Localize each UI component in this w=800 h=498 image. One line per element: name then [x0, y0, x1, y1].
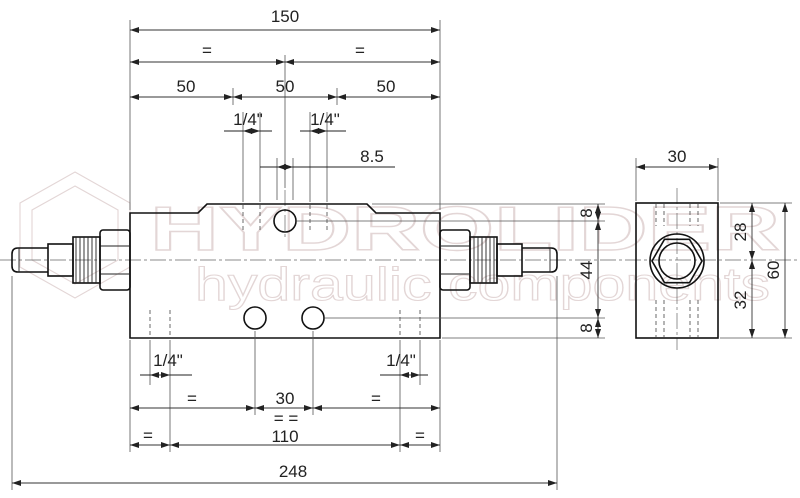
watermark: HYDROLIDER hydraulic components [19, 171, 781, 311]
label-equal: = [202, 41, 212, 60]
bottom-hole-left [243, 306, 267, 330]
dimension-lines [12, 27, 788, 486]
watermark-logo-inner [31, 185, 119, 285]
right-step [496, 243, 523, 277]
valve-block-body [129, 203, 441, 339]
right-thread-lines [473, 237, 495, 283]
label-150: 150 [271, 7, 299, 26]
label-port-size: 1/4" [310, 110, 340, 129]
right-rod [522, 247, 558, 273]
label-equal: = [187, 389, 197, 408]
label-50: 50 [276, 77, 295, 96]
watermark-tagline: hydraulic components [195, 258, 770, 310]
label-32: 32 [731, 291, 750, 310]
left-rod [11, 247, 48, 273]
watermark-logo [19, 171, 131, 299]
label-50: 50 [177, 77, 196, 96]
left-thread-lines [75, 237, 97, 283]
label-port-size: 1/4" [153, 351, 183, 370]
label-equal-pair: = = [274, 409, 299, 428]
top-port-hole [273, 209, 297, 233]
side-port-outer-circle [649, 233, 705, 289]
label-248: 248 [279, 462, 307, 481]
label-8-bottom: 8 [577, 323, 596, 332]
side-port-inner-circle [658, 242, 696, 280]
label-50: 50 [377, 77, 396, 96]
side-view [635, 202, 719, 339]
label-30: 30 [276, 389, 295, 408]
label-port-size: 1/4" [233, 110, 263, 129]
label-28: 28 [731, 223, 750, 242]
front-view [129, 203, 441, 339]
extension-lines [11, 20, 792, 490]
label-110: 110 [271, 427, 298, 446]
center-lines [0, 188, 798, 350]
dimension-labels: 150 = = 50 50 50 1/4" 1/4" 8.5 30 8 44 8… [143, 7, 783, 481]
label-60: 60 [764, 261, 783, 280]
label-8-5: 8.5 [360, 147, 384, 166]
left-cartridge [11, 229, 131, 291]
label-equal: = [143, 426, 153, 445]
right-cartridge [439, 229, 558, 291]
label-equal: = [415, 426, 425, 445]
left-step [47, 243, 74, 277]
label-port-size: 1/4" [386, 351, 416, 370]
label-30-side: 30 [668, 147, 687, 166]
bottom-hole-right [301, 306, 325, 330]
label-44: 44 [577, 261, 596, 280]
label-equal: = [355, 41, 365, 60]
side-hex-nut-icon [651, 238, 703, 284]
label-equal: = [371, 389, 381, 408]
side-block-body [635, 202, 719, 339]
label-8-top: 8 [577, 208, 596, 217]
